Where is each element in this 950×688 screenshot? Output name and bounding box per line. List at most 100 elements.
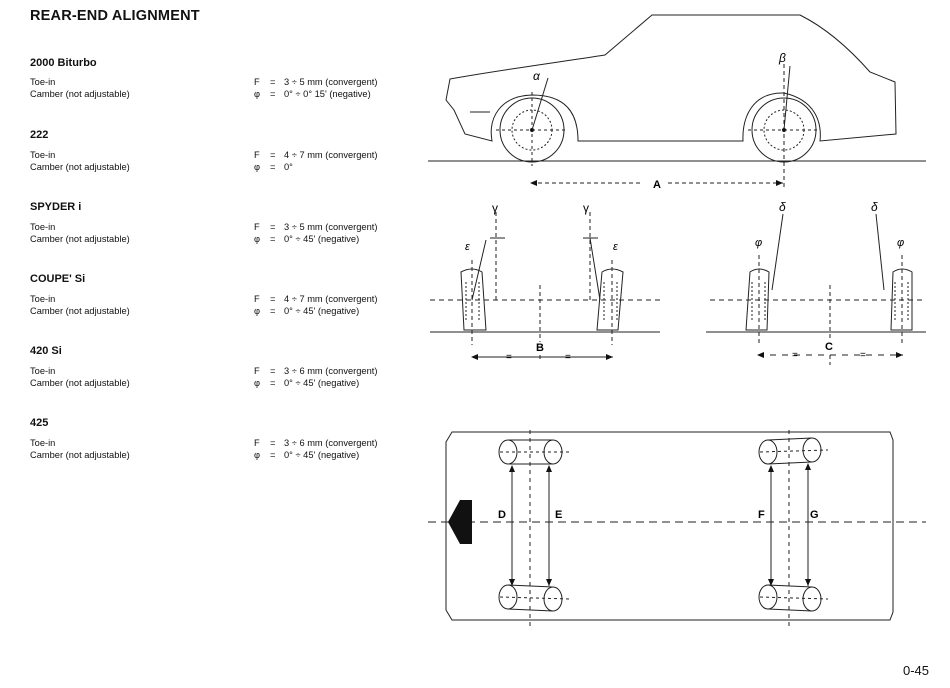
page-title: REAR-END ALIGNMENT — [30, 8, 200, 24]
equals-sign: = — [270, 438, 276, 448]
camber-value: 0° ÷ 45' (negative) — [284, 234, 360, 244]
camber-value-row: φ=0° ÷ 45' (negative) — [254, 233, 359, 245]
camber-symbol: φ — [254, 162, 261, 172]
toe-in-value: 3 ÷ 5 mm (convergent) — [284, 222, 378, 232]
camber-symbol: φ — [254, 306, 261, 316]
camber-value-row: φ = 0° — [254, 161, 293, 173]
model-name: SPYDER i — [30, 201, 82, 213]
gamma-left-label: γ — [492, 201, 498, 215]
camber-label: Camber (not adjustable) — [30, 89, 130, 99]
equals-sign: = — [270, 450, 276, 460]
angle-alpha-label: α — [533, 69, 541, 83]
toe-symbol: F — [254, 438, 260, 448]
equal-mark-right: = — [860, 350, 866, 361]
model-name: 222 — [30, 129, 49, 141]
dimension-d-label: D — [498, 509, 506, 521]
camber-value-row: φ = 0° ÷ 45' (negative) — [254, 305, 359, 317]
camber-label: Camber (not adjustable) — [30, 378, 130, 388]
camber-value: 0° ÷ 0° 15' (negative) — [284, 89, 371, 99]
toe-in-value-row: F = 4 ÷ 7 mm (convergent) — [254, 293, 377, 305]
toe-in-value-row: F = 3 ÷ 6 mm (convergent) — [254, 437, 377, 449]
camber-value: 0° ÷ 45' (negative) — [284, 378, 360, 388]
track-b-label-bg — [533, 342, 547, 354]
toe-in-value-row: F = 3 ÷ 5 mm (convergent) — [254, 221, 377, 233]
gamma-right-label: γ — [583, 201, 589, 215]
left-tyre-front — [460, 239, 487, 345]
car-top-outline — [445, 431, 894, 621]
phi-right-label: φ — [897, 237, 904, 249]
camber-value: 0° ÷ 45' (negative) — [284, 306, 360, 316]
toe-in-label: Toe-in — [30, 77, 56, 87]
model-name: 425 — [30, 417, 49, 429]
equals-sign: = — [270, 162, 276, 172]
toe-in-value-row: F=3 ÷ 5 mm (convergent) — [254, 76, 377, 88]
equal-mark-left: = — [792, 350, 798, 361]
rear-wheel-side — [748, 64, 820, 190]
camber-value-row: φ = 0° ÷ 0° 15' (negative) — [254, 88, 371, 100]
camber-label: Camber (not adjustable) — [30, 450, 130, 460]
right-tyre-front — [589, 237, 624, 345]
top-rear-left-wheel — [758, 437, 829, 465]
phi-left-label: φ — [755, 237, 762, 249]
angle-beta-label: β — [778, 51, 786, 65]
equals-sign: = — [270, 77, 276, 87]
camber-value-row: φ = 0° ÷ 45' (negative) — [254, 449, 359, 461]
page-number: 0-45 — [903, 663, 930, 678]
camber-symbol: φ — [254, 234, 261, 244]
delta-right-label: δ — [871, 200, 878, 214]
epsilon-left-label: ε — [465, 241, 470, 253]
toe-in-label: Toe-in — [30, 222, 56, 232]
track-c-label-bg — [822, 341, 836, 353]
toe-symbol: F — [254, 150, 260, 160]
dimension-b-label: B — [536, 342, 544, 354]
top-front-left-wheel — [498, 439, 570, 465]
toe-in-label: Toe-in — [30, 150, 56, 160]
right-tyre-rear — [875, 213, 913, 345]
toe-in-value: 3 ÷ 6 mm (convergent) — [284, 366, 378, 376]
model-name: 2000 Biturbo — [30, 57, 97, 69]
model-name: COUPE' Si — [30, 273, 86, 285]
camber-symbol: φ — [254, 89, 261, 99]
left-tyre-rear — [745, 213, 784, 345]
toe-in-value: 4 ÷ 7 mm (convergent) — [284, 150, 378, 160]
equals-sign: = — [270, 294, 276, 304]
top-front-right-wheel — [498, 584, 571, 612]
camber-symbol: φ — [254, 450, 261, 460]
camber-label: Camber (not adjustable) — [30, 234, 130, 244]
equals-sign: = — [270, 306, 276, 316]
toe-in-label: Toe-in — [30, 294, 56, 304]
equals-sign: = — [270, 150, 276, 160]
toe-in-value-row: F=3 ÷ 6 mm (convergent) — [254, 365, 377, 377]
toe-symbol: F — [254, 294, 260, 304]
toe-symbol: F — [254, 222, 260, 232]
direction-arrow-icon — [448, 500, 472, 544]
toe-in-value: 3 ÷ 5 mm (convergent) — [284, 77, 378, 87]
toe-in-value: 3 ÷ 6 mm (convergent) — [284, 438, 378, 448]
equals-sign: = — [270, 89, 276, 99]
top-rear-right-wheel — [758, 584, 829, 612]
toe-in-value-row: F = 4 ÷ 7 mm (convergent) — [254, 149, 377, 161]
camber-label: Camber (not adjustable) — [30, 162, 130, 172]
dimension-f-label: F — [758, 509, 765, 521]
toe-in-label: Toe-in — [30, 438, 56, 448]
dimension-g-label: G — [810, 509, 819, 521]
dimension-a-label: A — [653, 179, 661, 191]
equal-mark-right: = — [565, 352, 571, 363]
dimension-e-label: E — [555, 509, 562, 521]
camber-label: Camber (not adjustable) — [30, 306, 130, 316]
car-side-view — [445, 14, 897, 142]
epsilon-right-label: ε — [613, 241, 618, 253]
camber-value: 0° ÷ 45' (negative) — [284, 450, 360, 460]
toe-in-label: Toe-in — [30, 366, 56, 376]
equals-sign: = — [270, 378, 276, 388]
delta-left-label: δ — [779, 200, 786, 214]
front-wheel-side — [496, 77, 568, 166]
camber-value-row: φ=0° ÷ 45' (negative) — [254, 377, 359, 389]
equals-sign: = — [270, 222, 276, 232]
model-name: 420 Si — [30, 345, 62, 357]
toe-in-value: 4 ÷ 7 mm (convergent) — [284, 294, 378, 304]
camber-value: 0° — [284, 162, 293, 172]
equals-sign: = — [270, 366, 276, 376]
dimension-c-label: C — [825, 341, 833, 353]
